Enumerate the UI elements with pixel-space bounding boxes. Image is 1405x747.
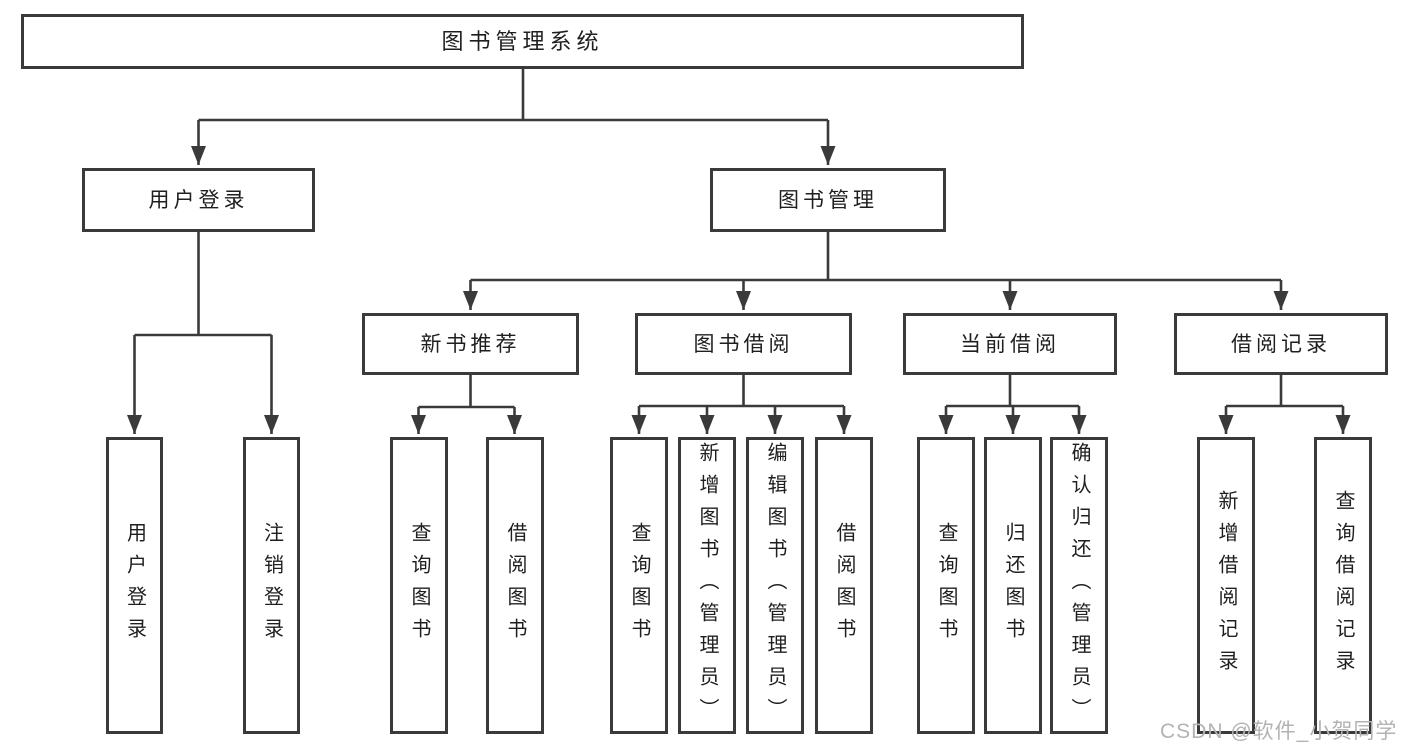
leaf-borrow-books-label: 借阅图书: [833, 521, 855, 650]
leaf-add-borrow-record-label: 新增借阅记录: [1215, 489, 1237, 682]
leaf-add-borrow-record: 新增借阅记录: [1197, 437, 1255, 734]
leaf-return-books: 归还图书: [984, 437, 1042, 734]
leaf-query-books-recommend-label: 查询图书: [408, 521, 430, 650]
node-book-management-label: 图书管理: [778, 188, 878, 212]
leaf-query-books-current-label: 查询图书: [935, 521, 957, 650]
leaf-borrow-books-recommend-label: 借阅图书: [504, 521, 526, 650]
node-current-borrow: 当前借阅: [903, 313, 1117, 375]
leaf-query-books-borrow-label: 查询图书: [628, 521, 650, 650]
leaf-query-books-borrow: 查询图书: [610, 437, 668, 734]
leaf-edit-book-admin: 编辑图书（管理员）: [746, 437, 804, 734]
connector-root: [191, 69, 836, 165]
leaf-query-borrow-record: 查询借阅记录: [1314, 437, 1372, 734]
leaf-user-login-label: 用户登录: [123, 521, 146, 650]
node-user-login: 用户登录: [82, 168, 315, 232]
leaf-logout-label: 注销登录: [260, 521, 283, 650]
leaf-edit-book-admin-label: 编辑图书（管理员）: [764, 441, 786, 730]
leaf-query-borrow-record-label: 查询借阅记录: [1332, 489, 1354, 682]
connector-borrow-records: [1218, 375, 1351, 434]
node-current-borrow-label: 当前借阅: [960, 332, 1060, 356]
connector-book-management: [463, 232, 1289, 310]
leaf-logout: 注销登录: [243, 437, 300, 734]
leaf-query-books-current: 查询图书: [917, 437, 975, 734]
connector-book-borrow: [631, 375, 852, 434]
node-book-borrow-label: 图书借阅: [693, 332, 794, 356]
leaf-return-books-label: 归还图书: [1002, 521, 1024, 650]
leaf-confirm-return-admin-label: 确认归还（管理员）: [1068, 441, 1090, 730]
node-new-book-recommend-label: 新书推荐: [420, 332, 521, 356]
node-book-management: 图书管理: [710, 168, 946, 232]
node-new-book-recommend: 新书推荐: [362, 313, 579, 375]
leaf-borrow-books: 借阅图书: [815, 437, 873, 734]
node-borrow-records: 借阅记录: [1174, 313, 1388, 375]
node-user-login-label: 用户登录: [148, 188, 249, 212]
watermark: CSDN @软件_小贺同学: [1160, 720, 1398, 743]
node-book-borrow: 图书借阅: [635, 313, 852, 375]
leaf-confirm-return-admin: 确认归还（管理员）: [1050, 437, 1108, 734]
leaf-add-book-admin-label: 新增图书（管理员）: [696, 441, 718, 730]
connector-current-borrow: [938, 375, 1087, 434]
node-borrow-records-label: 借阅记录: [1231, 332, 1331, 356]
node-root-label: 图书管理系统: [441, 28, 604, 54]
leaf-query-books-recommend: 查询图书: [390, 437, 448, 734]
leaf-user-login: 用户登录: [106, 437, 163, 734]
connector-user-login: [127, 232, 279, 434]
leaf-add-book-admin: 新增图书（管理员）: [678, 437, 736, 734]
leaf-borrow-books-recommend: 借阅图书: [486, 437, 544, 734]
node-root: 图书管理系统: [21, 14, 1024, 69]
connector-new-book-recommend: [411, 375, 522, 434]
